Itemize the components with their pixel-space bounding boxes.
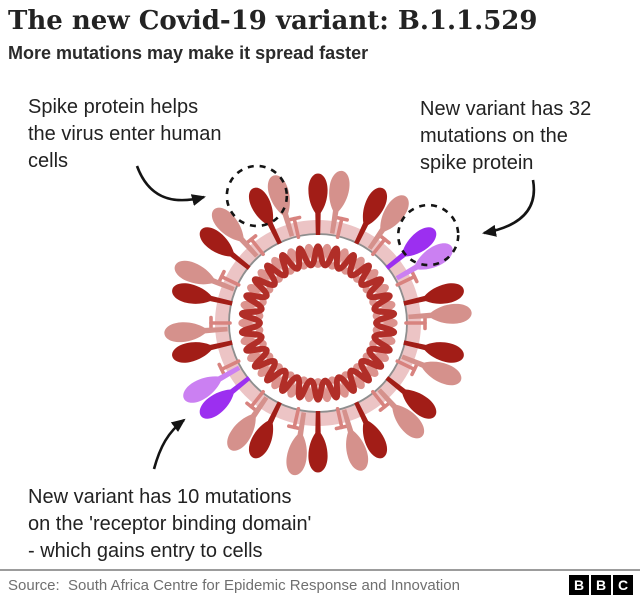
spike-shadow — [341, 409, 369, 471]
spike-shadow — [211, 207, 259, 258]
spike-protein — [354, 187, 388, 245]
page-subtitle: More mutations may make it spread faster — [8, 43, 369, 63]
spike-shadows — [164, 170, 472, 476]
spike-protein — [199, 227, 251, 270]
mutated-spike-protein — [199, 376, 251, 419]
footer-divider — [0, 569, 640, 571]
spike-protein — [403, 340, 464, 363]
membrane-pin-icon — [334, 406, 349, 431]
annotation-line: New variant has 32 — [420, 98, 592, 120]
annotation-line: spike protein — [420, 152, 534, 174]
spike-shadow — [164, 322, 228, 343]
annotation-spike-protein: Spike protein helps the virus enter huma… — [28, 94, 258, 175]
mutated-spike-protein — [385, 227, 437, 270]
source-credit: Source: South Africa Centre for Epidemic… — [8, 577, 460, 594]
spike-shadow — [367, 195, 409, 250]
spike-shadow — [174, 260, 235, 292]
membrane-pin-icon — [371, 234, 391, 256]
bbc-logo-block: B — [569, 575, 589, 595]
membrane-pin-icon — [371, 390, 391, 412]
annotation-arrow — [152, 418, 186, 470]
membrane-pin-icon — [287, 215, 302, 240]
annotation-line: New variant has 10 mutations — [28, 486, 292, 508]
rna-coil — [238, 243, 398, 403]
membrane-pin-icon — [287, 406, 302, 431]
annotation-arrow — [482, 179, 536, 237]
annotation-line: mutations on the — [420, 125, 568, 147]
spike-protein — [172, 340, 233, 363]
spike-protein — [354, 401, 388, 459]
membrane-pin-icon — [217, 359, 241, 377]
spike-protein — [308, 173, 328, 235]
annotation-10-mutations: New variant has 10 mutations on the 'rec… — [28, 484, 358, 565]
page-title: The new Covid-19 variant: B.1.1.529 — [8, 6, 538, 36]
bbc-logo: B B C — [569, 575, 633, 595]
membrane-pin-icon — [209, 315, 232, 331]
spike-proteins — [172, 173, 464, 473]
membrane-pin-icon — [404, 315, 427, 331]
membrane-pin-icon — [395, 359, 419, 377]
spike-protein — [308, 411, 328, 473]
annotation-line: the virus enter human — [28, 123, 222, 145]
spike-shadow — [377, 388, 425, 439]
mutated-spike-shadow — [183, 365, 241, 403]
membrane-pin-icon — [334, 215, 349, 240]
annotation-line: Spike protein helps — [28, 96, 199, 118]
spike-protein — [172, 283, 233, 306]
spike-shadow — [401, 354, 462, 386]
spike-shadow — [329, 170, 350, 234]
annotation-arrow — [135, 165, 206, 206]
virus-body — [164, 170, 472, 476]
spike-shadow — [227, 396, 269, 451]
spike-protein — [403, 283, 464, 306]
spike-protein — [248, 187, 282, 245]
spike-shadow — [286, 412, 307, 476]
membrane-pins — [209, 215, 427, 431]
membrane-pin-icon — [245, 390, 265, 412]
spike-protein — [385, 376, 437, 419]
bbc-logo-block: C — [613, 575, 633, 595]
annotation-32-mutations: New variant has 32 mutations on the spik… — [420, 96, 630, 177]
dashed-highlight-circle — [225, 164, 289, 228]
spike-shadow — [408, 303, 472, 324]
annotation-line: cells — [28, 150, 69, 172]
annotation-line: on the 'receptor binding domain' — [28, 513, 312, 535]
membrane-pin-icon — [395, 269, 419, 287]
membrane-pin-icon — [217, 269, 241, 287]
spike-protein — [248, 401, 282, 459]
membrane-pin-icon — [245, 234, 265, 256]
annotation-line: - which gains entry to cells — [28, 540, 263, 562]
mutated-spike-shadow — [395, 243, 453, 281]
membrane-inner-edge — [228, 233, 408, 413]
bbc-logo-block: B — [591, 575, 611, 595]
